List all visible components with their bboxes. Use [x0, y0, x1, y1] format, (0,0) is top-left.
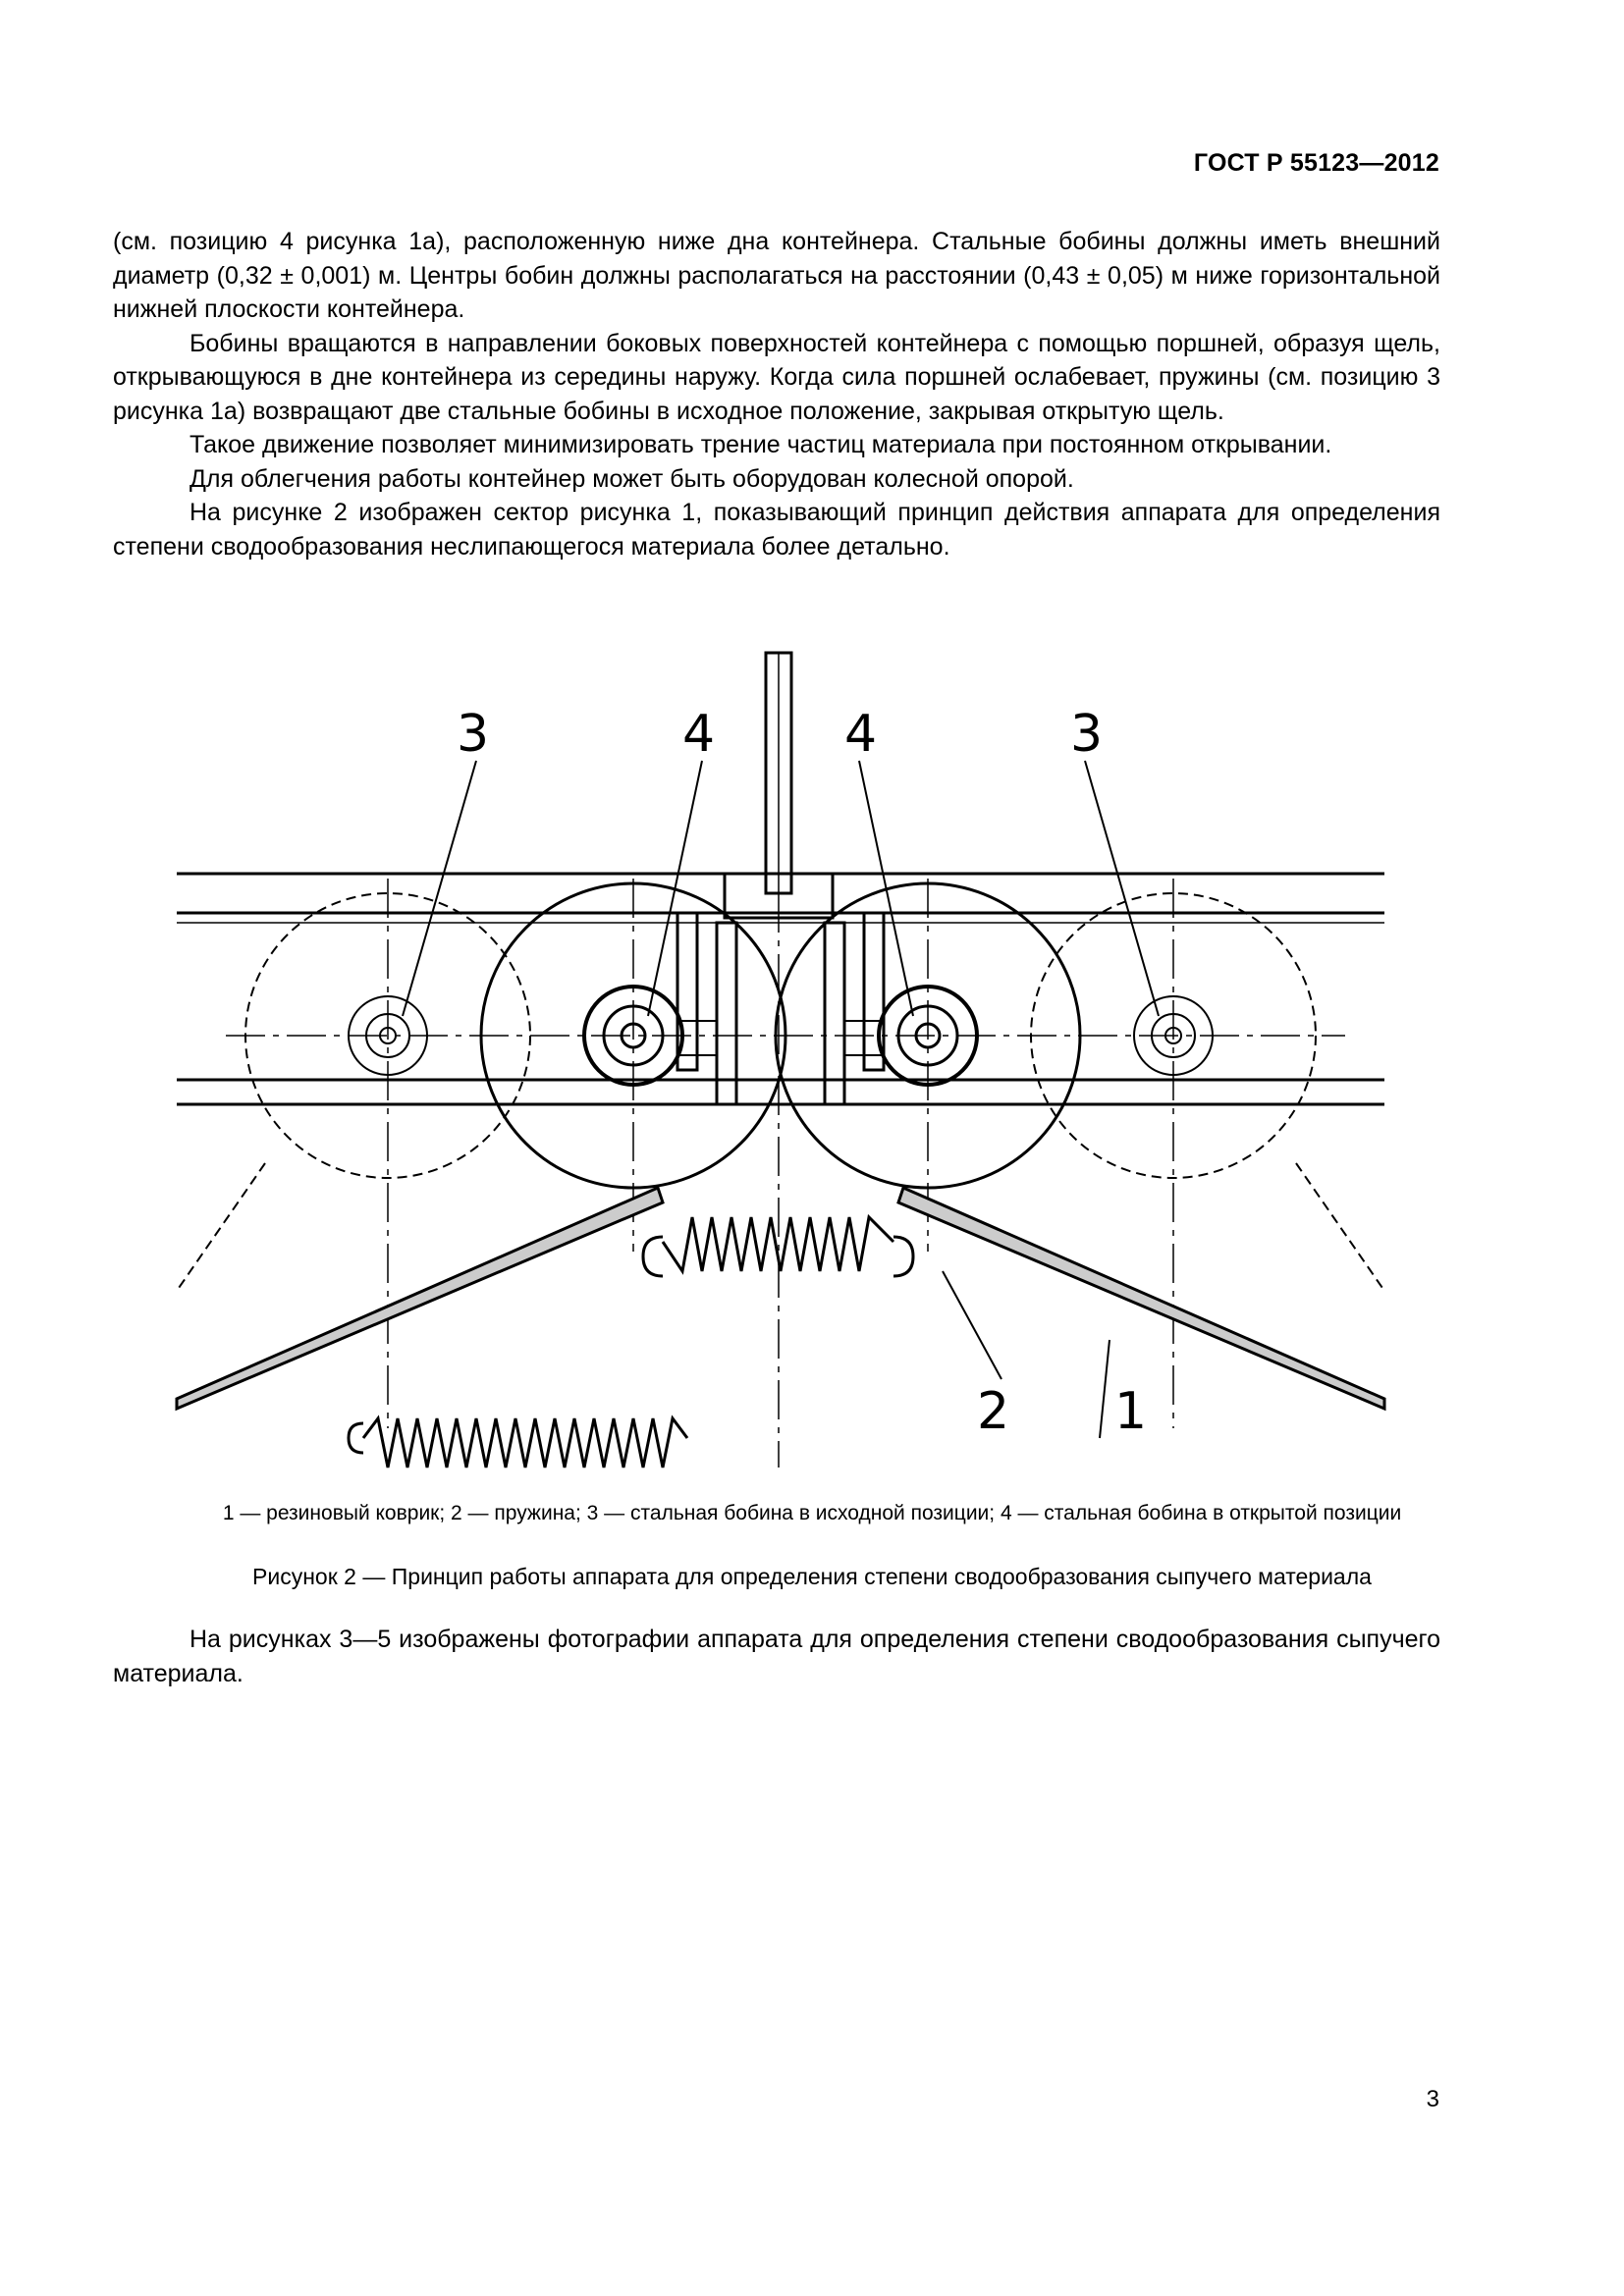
- label-left-4: 4: [682, 705, 715, 764]
- paragraph: Такое движение позволяет минимизировать …: [189, 431, 1332, 458]
- paragraph: Бобины вращаются в направлении боковых п…: [113, 329, 1440, 425]
- label-left-3: 3: [457, 705, 489, 764]
- spring-open: [661, 1213, 895, 1275]
- label-right-4: 4: [844, 705, 877, 764]
- label-1: 1: [1114, 1382, 1147, 1441]
- document-header: ГОСТ Р 55123—2012: [1193, 149, 1439, 177]
- rubber-mat-right: [896, 1185, 1386, 1412]
- body-text-bottom: На рисунках 3—5 изображены фотографии ап…: [113, 1623, 1440, 1690]
- page-number: 3: [1426, 2086, 1439, 2112]
- figure-legend: 1 — резиновый коврик; 2 — пружина; 3 — с…: [222, 1502, 1402, 1524]
- paragraph: На рисунке 2 изображен сектор рисунка 1,…: [113, 499, 1440, 561]
- paragraph: (см. позицию 4 рисунка 1а), расположенну…: [113, 228, 1440, 323]
- figure-caption: Рисунок 2 — Принцип работы аппарата для …: [252, 1564, 1372, 1589]
- body-text-top: (см. позицию 4 рисунка 1а), расположенну…: [113, 225, 1440, 563]
- label-right-3: 3: [1070, 705, 1103, 764]
- spring-hook: [641, 1235, 664, 1278]
- rubber-mat-left: [175, 1185, 665, 1412]
- paragraph: Для облегчения работы контейнер может бы…: [189, 464, 1074, 493]
- paragraph: На рисунках 3—5 изображены фотографии ап…: [113, 1626, 1440, 1687]
- label-2: 2: [977, 1382, 1009, 1441]
- technical-drawing: 3 4 4 3 2 1: [167, 643, 1394, 1477]
- spring-relaxed: [361, 1415, 689, 1468]
- drawing-svg: 3 4 4 3 2 1: [175, 651, 1386, 1468]
